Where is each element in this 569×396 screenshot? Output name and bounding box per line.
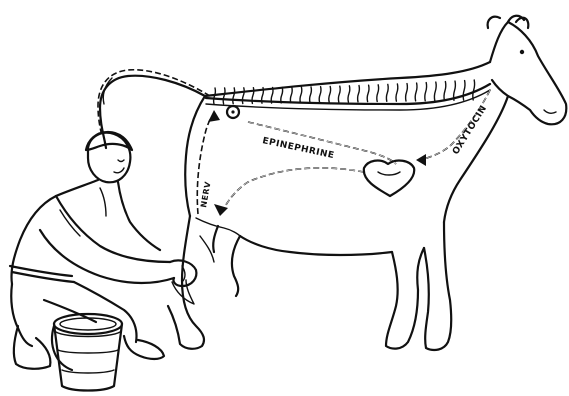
nerve-label: NERV [199,180,213,208]
udder-arrow-icon [214,204,228,216]
oxytocin-label: OXYTOCIN [451,104,489,157]
vertebra [290,87,292,103]
vertebra [425,83,427,101]
vertebra [444,82,446,101]
vertebra [358,86,360,102]
vertebra [338,86,340,102]
vertebra [223,88,225,104]
cow-figure [100,16,566,350]
vertebra [281,87,283,103]
vertebra [377,85,379,102]
spinal-cord [98,70,490,136]
vertebra [310,87,312,103]
vertebra [367,85,369,101]
vertebra [396,84,398,101]
heart [364,161,414,196]
vertebra [214,88,216,104]
oxytocin-arrow-icon [416,154,426,166]
milk-bucket [52,314,122,391]
vertebra [406,84,408,102]
vertebrae [214,80,475,104]
vertebra [233,88,235,104]
nerve-arrow-icon [208,110,220,122]
vertebra [463,81,465,101]
vertebra [415,83,417,101]
vertebra [434,82,436,101]
vertebra [319,87,321,103]
vertebra [386,84,388,101]
epinephrine-label: EPINEPHRINE [261,136,335,161]
pituitary-gland [227,106,239,118]
vertebra [300,87,302,103]
vertebra [329,86,331,102]
vertebra [348,86,350,102]
vertebra [473,80,475,100]
